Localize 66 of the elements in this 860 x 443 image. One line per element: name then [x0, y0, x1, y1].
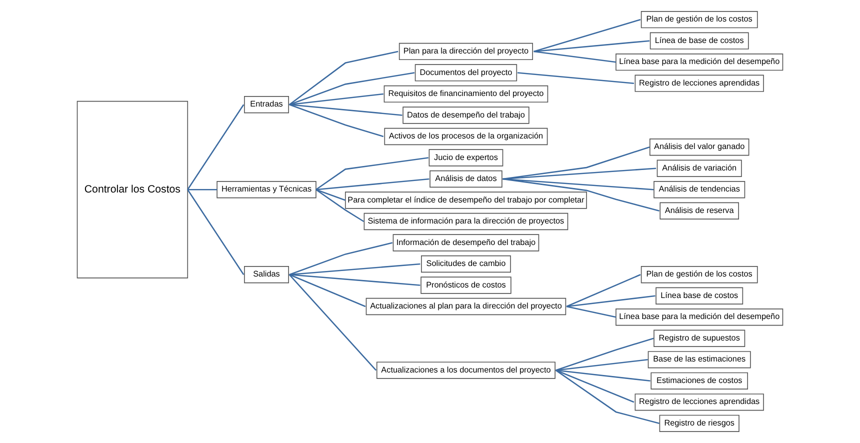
node-box: Salidas	[244, 266, 289, 284]
node-box: Análisis de variación	[656, 160, 742, 177]
node-box: Controlar los Costos	[76, 100, 188, 278]
connector	[316, 157, 428, 190]
node-box: Plan de gestión de los costos	[640, 266, 758, 284]
connector	[289, 72, 415, 106]
connector	[289, 274, 420, 286]
node-box: Solicitudes de cambio	[421, 255, 511, 273]
connector	[534, 50, 616, 63]
connector	[316, 189, 346, 201]
connector	[289, 104, 402, 116]
connector	[556, 338, 654, 371]
node-box: Registro de supuestos	[654, 330, 746, 347]
node-box: Análisis de datos	[430, 170, 502, 188]
connector	[566, 295, 656, 308]
connector	[188, 188, 218, 190]
node-box: Plan de gestión de los costos	[640, 11, 758, 28]
node-box: Base de las estimaciones	[648, 351, 751, 368]
node-box: Entradas	[244, 96, 289, 114]
node-box: Documentos del proyecto	[414, 64, 518, 82]
node-box: Jucio de expertos	[428, 149, 504, 166]
node-box: Análisis del valor ganado	[649, 138, 750, 156]
node-box: Registro de lecciones aprendidas	[634, 74, 764, 92]
node-box: Datos de desempeño del trabajo	[402, 106, 530, 124]
connector	[534, 40, 650, 52]
connector	[566, 306, 616, 318]
node-box: Estimaciones de costos	[650, 372, 748, 390]
connector	[289, 263, 420, 276]
node-box: Requisitos de financinamiento del proyecto	[384, 85, 548, 103]
node-box: Actualizaciones al plan para la dirección del proyecto	[366, 298, 566, 316]
connector	[502, 168, 656, 180]
node-box: Registro de riesgos	[659, 414, 740, 432]
node-box: Línea de base de costos	[650, 32, 749, 50]
node-box: Plan para la dirección del proyecto	[398, 42, 533, 60]
connector	[566, 274, 641, 308]
connector	[289, 93, 384, 106]
node-box: Información de desempeño del trabajo	[392, 234, 540, 252]
connector	[288, 274, 377, 371]
connector	[289, 104, 384, 138]
connector	[556, 370, 660, 424]
connector	[316, 189, 364, 222]
connector	[289, 242, 393, 276]
node-box: Activos de los procesos de la organización	[384, 128, 548, 146]
node-box: Análisis de reserva	[660, 202, 739, 220]
connector	[502, 178, 660, 212]
connector	[187, 189, 244, 275]
node-box: Actualizaciones a los documentos del proyecto	[376, 362, 556, 379]
connector	[289, 274, 366, 308]
connector	[517, 72, 634, 84]
node-box: Registro de lecciones aprendidas	[634, 394, 764, 411]
node-box: Pronósticos de costos	[420, 276, 512, 294]
node-box: Línea base para la medición del desempeño	[616, 54, 784, 71]
node-box: Sistema de información para la dirección de proyectos	[364, 212, 568, 230]
connector	[556, 359, 648, 371]
node-box: Para completar el índice de desempeño del trabajo por completar	[344, 192, 587, 209]
connector	[289, 50, 398, 106]
node-box: Línea base de costos	[656, 287, 744, 304]
connector	[534, 18, 641, 52]
connector	[556, 370, 634, 403]
node-box: Línea base para la medición del desempeño	[616, 308, 784, 326]
connector	[556, 370, 650, 382]
node-box: Herramientas y Técnicas	[216, 181, 316, 198]
connector	[502, 146, 650, 180]
node-box: Análisis de tendencias	[654, 181, 746, 198]
connector	[187, 104, 244, 190]
connector	[316, 178, 430, 190]
